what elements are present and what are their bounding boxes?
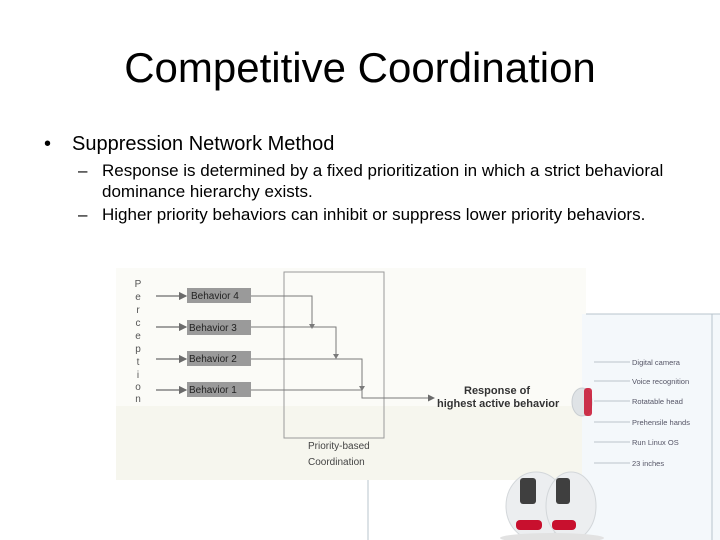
bullet-list: • Suppression Network Method – Response … xyxy=(44,131,694,227)
robot-knee-left xyxy=(520,478,536,504)
behavior-label: Behavior 1 xyxy=(189,385,237,396)
robot-shadow xyxy=(500,533,604,540)
robot-panel xyxy=(582,314,720,540)
behavior-label: Behavior 2 xyxy=(189,354,237,365)
response-label-line: Response of xyxy=(464,385,530,397)
figure-svg: P e r c e p t i o n Behavior 4 Behav xyxy=(116,268,720,540)
wire xyxy=(336,358,363,386)
sub-bullet-list: – Response is determined by a fixed prio… xyxy=(44,160,694,225)
robot-knee-right xyxy=(556,478,570,504)
suppressor-node xyxy=(359,386,365,391)
suppressor-node xyxy=(333,354,339,359)
coordination-label-line: Priority-based xyxy=(308,441,370,452)
robot-feature-labels: Digital camera Voice recognition Rotatab… xyxy=(632,358,690,468)
sub-bullet-text: Higher priority behaviors can inhibit or… xyxy=(102,205,646,224)
response-label-line: highest active behavior xyxy=(437,398,560,410)
suppression-wiring xyxy=(251,295,435,402)
sub-bullet-text: Response is determined by a fixed priori… xyxy=(102,161,664,201)
robot-foot-right xyxy=(552,520,576,530)
robot-feature-label: Voice recognition xyxy=(632,377,689,386)
behavior-label: Behavior 4 xyxy=(191,291,239,302)
dash-icon: – xyxy=(78,205,88,224)
robot-leader-lines xyxy=(594,361,630,464)
robot-arm-accent xyxy=(584,388,592,416)
robot-feature-label: 23 inches xyxy=(632,459,664,468)
output-wire xyxy=(361,390,435,402)
dash-icon: – xyxy=(78,161,88,180)
slide-title: Competitive Coordination xyxy=(124,44,596,91)
perception-letter: n xyxy=(135,394,141,405)
perception-letter: i xyxy=(137,370,139,381)
robot-feature-label: Digital camera xyxy=(632,358,681,367)
perception-letter: o xyxy=(135,382,141,393)
robot-feature-label: Rotatable head xyxy=(632,397,683,406)
behavior-box xyxy=(187,351,251,366)
coordination-label-line: Coordination xyxy=(308,457,365,468)
perception-letter: P xyxy=(135,279,142,290)
behavior-box xyxy=(187,288,251,303)
perception-letter: r xyxy=(136,305,140,316)
perception-label: P e r c e p t i o n xyxy=(135,279,142,405)
sub-bullet-item: – Response is determined by a fixed prio… xyxy=(78,160,694,202)
wire xyxy=(312,326,337,354)
perception-letter: e xyxy=(135,331,141,342)
perception-letter: p xyxy=(135,344,141,355)
behavior-box xyxy=(187,320,251,335)
suppressor-nodes xyxy=(309,324,365,391)
bullet-dot-icon: • xyxy=(44,133,52,155)
scan-band xyxy=(116,406,586,480)
robot-feature-label: Run Linux OS xyxy=(632,438,679,447)
robot-feature-label: Prehensile hands xyxy=(632,418,690,427)
perception-letter: t xyxy=(137,357,140,368)
suppressor-node xyxy=(309,324,315,329)
behavior-box xyxy=(187,382,251,397)
perception-letter: e xyxy=(135,292,141,303)
sub-bullet-item: – Higher priority behaviors can inhibit … xyxy=(78,204,694,225)
wire xyxy=(251,295,313,324)
robot-foot-left xyxy=(516,520,542,530)
robot-illustration xyxy=(500,387,604,540)
coordination-box xyxy=(283,271,385,439)
bullet-item: • Suppression Network Method xyxy=(44,131,694,157)
behavior-label: Behavior 3 xyxy=(189,323,237,334)
perception-letter: c xyxy=(136,318,141,329)
suppression-network-figure: P e r c e p t i o n Behavior 4 Behav xyxy=(116,268,720,540)
bullet-text: Suppression Network Method xyxy=(72,133,335,155)
